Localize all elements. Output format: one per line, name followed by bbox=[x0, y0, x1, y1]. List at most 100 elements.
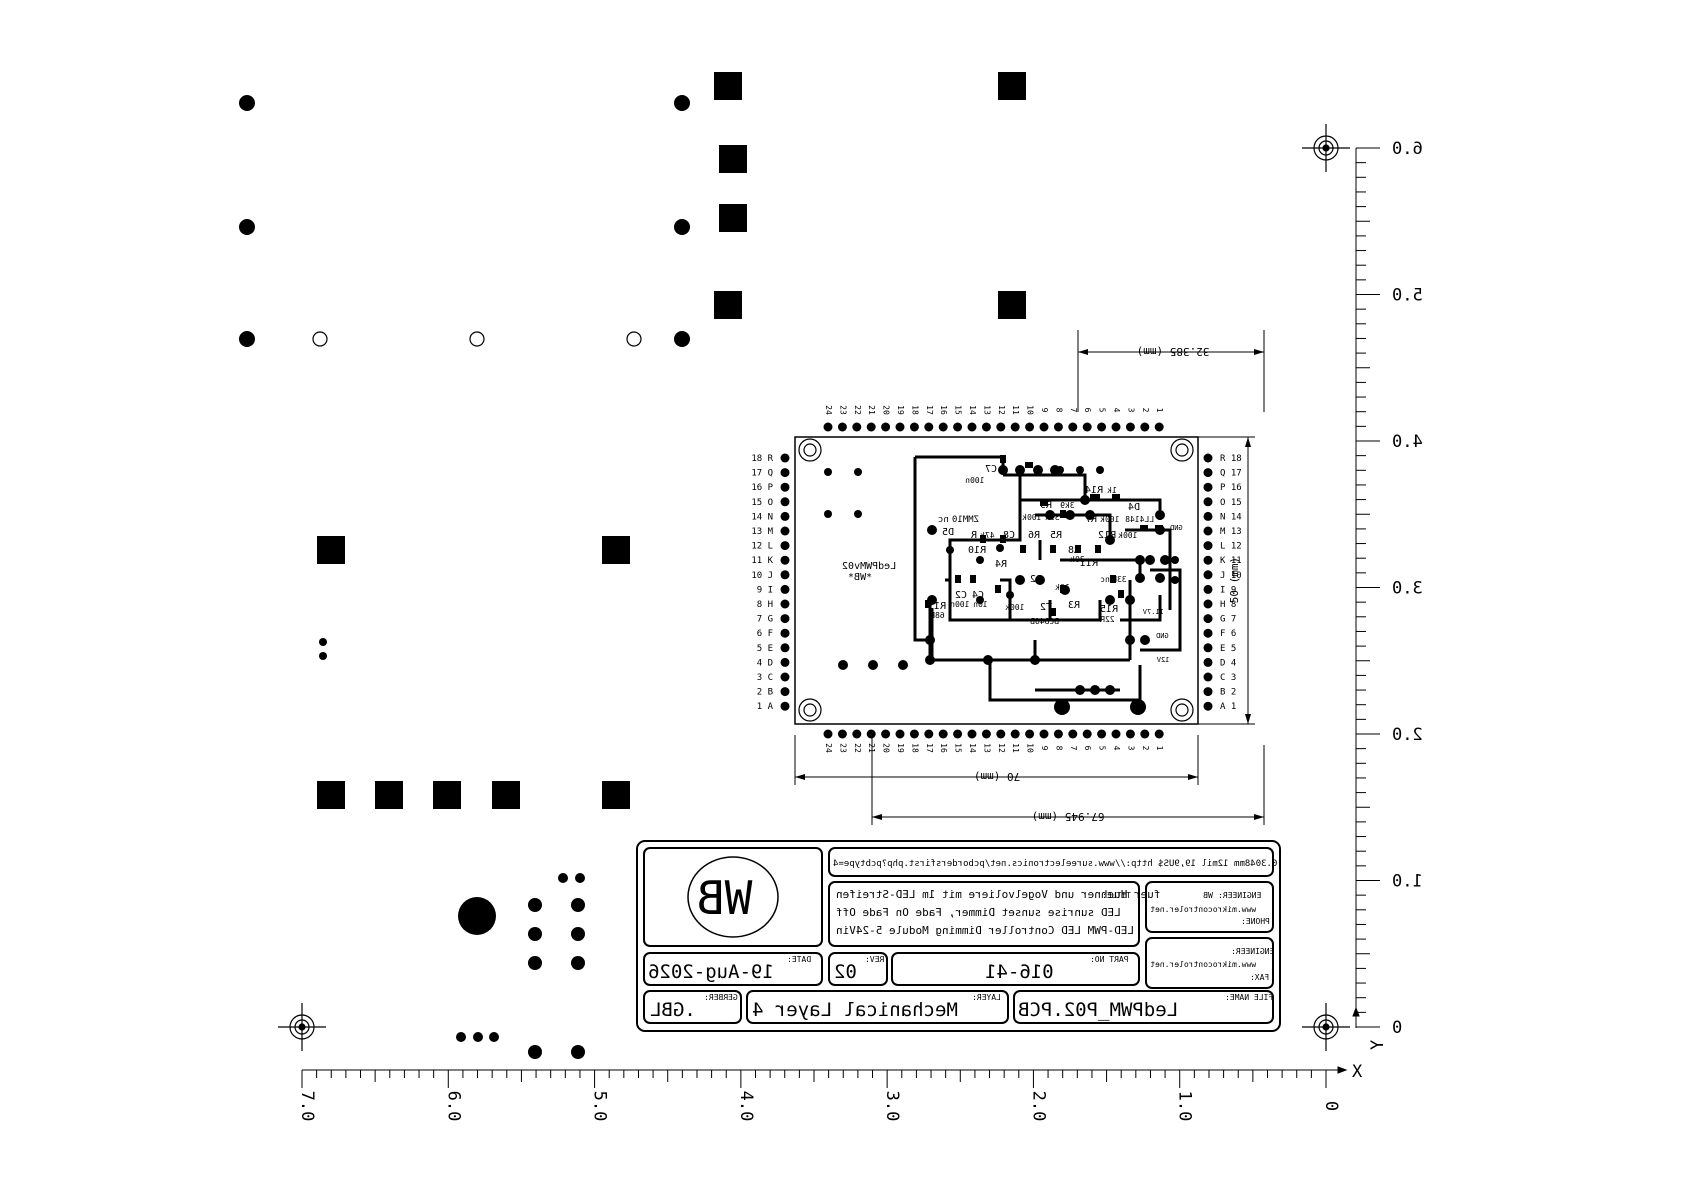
label-r3: R3 bbox=[1068, 600, 1080, 611]
header-pad-right bbox=[1203, 614, 1213, 624]
ruler-y bbox=[1355, 147, 1380, 1028]
header-pad-right bbox=[1203, 599, 1213, 609]
ruler-x bbox=[301, 1069, 1327, 1088]
label-47k: 47k bbox=[980, 531, 995, 540]
header-pad-bottom bbox=[852, 729, 862, 739]
header-pad-left bbox=[780, 584, 790, 594]
row-label-right: P 16 bbox=[1220, 483, 1242, 493]
label-r10: R10 bbox=[968, 545, 986, 556]
fiducial-markers bbox=[278, 124, 1350, 1051]
label-r12: R12 bbox=[1098, 530, 1116, 541]
header-number-bottom: 9 bbox=[1040, 746, 1049, 751]
board-sub-label: *WB* bbox=[848, 572, 872, 583]
trace-pads bbox=[824, 465, 1179, 715]
label-3k9: 3k9 bbox=[1060, 501, 1075, 510]
header-number-bottom: 2 bbox=[1141, 746, 1150, 751]
row-label-right: E 5 bbox=[1220, 644, 1236, 654]
header-pad-bottom bbox=[996, 729, 1006, 739]
header-pad-bottom bbox=[866, 729, 876, 739]
header-number-top: 12 bbox=[997, 405, 1006, 415]
row-label-right: B 2 bbox=[1220, 688, 1236, 698]
y-tick-label: 6.0 bbox=[1392, 139, 1423, 159]
x-tick-label: 1.0 bbox=[1175, 1091, 1195, 1122]
header-number-bottom: 3 bbox=[1126, 746, 1135, 751]
header-pad-top bbox=[938, 422, 948, 432]
label-100k-b: 100k bbox=[1100, 515, 1119, 524]
mounting-holes bbox=[798, 438, 1194, 722]
x-tick-label: 2.0 bbox=[1028, 1091, 1048, 1122]
header-number-bottom: 6 bbox=[1083, 746, 1092, 751]
url-line: 0.3048mm 12mil 19,9US$ http://www.sureel… bbox=[833, 859, 1277, 869]
header-pad-right bbox=[1203, 701, 1213, 711]
x-tick-label: 4.0 bbox=[736, 1091, 756, 1122]
row-label-right: L 12 bbox=[1220, 542, 1242, 552]
dim-width-label: 70 (mm) bbox=[974, 770, 1020, 783]
row-label-left: 12 L bbox=[751, 542, 773, 552]
label-100n-b: 100n bbox=[950, 600, 969, 609]
header-number-top: 14 bbox=[968, 405, 977, 415]
header-number-top: 16 bbox=[939, 405, 948, 415]
header-pad-top bbox=[866, 422, 876, 432]
x-axis-letter: X bbox=[1352, 1062, 1363, 1082]
title-block bbox=[636, 840, 1281, 1032]
header-pad-top bbox=[1125, 422, 1135, 432]
header-number-top: 23 bbox=[838, 405, 847, 415]
row-label-left: 18 R bbox=[751, 454, 773, 464]
label-33r: 33R bbox=[1112, 575, 1127, 584]
row-label-left: 7 G bbox=[757, 615, 773, 625]
header-pad-bottom bbox=[909, 729, 919, 739]
header-pad-top bbox=[924, 422, 934, 432]
y-tick-label: 5.0 bbox=[1392, 286, 1423, 306]
label-100n: 100n bbox=[965, 476, 984, 485]
label-c7: C7 bbox=[985, 464, 997, 475]
header-pad-top bbox=[852, 422, 862, 432]
header-number-top: 2 bbox=[1141, 408, 1150, 413]
board-outline bbox=[794, 436, 1199, 725]
header-pad-left bbox=[780, 526, 790, 536]
layer-label: LAYER: bbox=[972, 993, 1001, 1002]
label-100k-d: 100k bbox=[1005, 603, 1024, 612]
header-pad-top bbox=[1082, 422, 1092, 432]
header-number-bottom: 24 bbox=[824, 743, 833, 753]
header-pad-top bbox=[895, 422, 905, 432]
header-pad-left bbox=[780, 497, 790, 507]
ruler-y-labels: 01.02.03.04.05.06.0 bbox=[1392, 139, 1423, 1038]
header-pad-bottom bbox=[823, 729, 833, 739]
header-pads bbox=[780, 422, 1213, 739]
y-tick-label: 3.0 bbox=[1392, 579, 1423, 599]
title-label: TITLE: bbox=[1102, 891, 1131, 900]
header-pad-right bbox=[1203, 468, 1213, 478]
header-number-bottom: 14 bbox=[968, 743, 977, 753]
engineer-value: WB bbox=[1203, 891, 1213, 900]
header-pad-left bbox=[780, 570, 790, 580]
header-number-top: 5 bbox=[1098, 408, 1107, 413]
header-number-bottom: 18 bbox=[910, 743, 919, 753]
row-label-right: O 15 bbox=[1220, 498, 1242, 508]
logo-text: WB bbox=[697, 871, 752, 925]
header-number-bottom: 12 bbox=[997, 743, 1006, 753]
partno-value: 016-41 bbox=[985, 961, 1054, 983]
label-ll4148: LL4148 bbox=[1125, 515, 1154, 524]
label-68r: 68R bbox=[930, 611, 945, 620]
header-pad-right bbox=[1203, 497, 1213, 507]
engineer2-label: ENGINEER: bbox=[1231, 947, 1274, 956]
dim-top-label: 32.385 (mm) bbox=[1137, 345, 1210, 358]
row-label-left: 4 D bbox=[757, 658, 773, 668]
header-number-bottom: 4 bbox=[1112, 746, 1121, 751]
header-pad-right bbox=[1203, 672, 1213, 682]
header-number-top: 6 bbox=[1083, 408, 1092, 413]
header-pad-top bbox=[909, 422, 919, 432]
row-label-left: 17 Q bbox=[751, 469, 773, 479]
header-pad-right bbox=[1203, 541, 1213, 551]
header-pad-bottom bbox=[1053, 729, 1063, 739]
header-number-top: 21 bbox=[867, 405, 876, 415]
date-value: 19-Aug-2026 bbox=[648, 961, 774, 983]
date-label: DATE: bbox=[787, 955, 811, 964]
dimension-arrows bbox=[795, 349, 1264, 820]
row-label-right: D 4 bbox=[1220, 658, 1236, 668]
gerber-label: GERBER: bbox=[704, 993, 738, 1002]
label-30k: 30k bbox=[1070, 555, 1085, 564]
y-tick-label: 2.0 bbox=[1392, 725, 1423, 745]
engineer2-web: www.mikrocontroler.net bbox=[1150, 960, 1256, 969]
